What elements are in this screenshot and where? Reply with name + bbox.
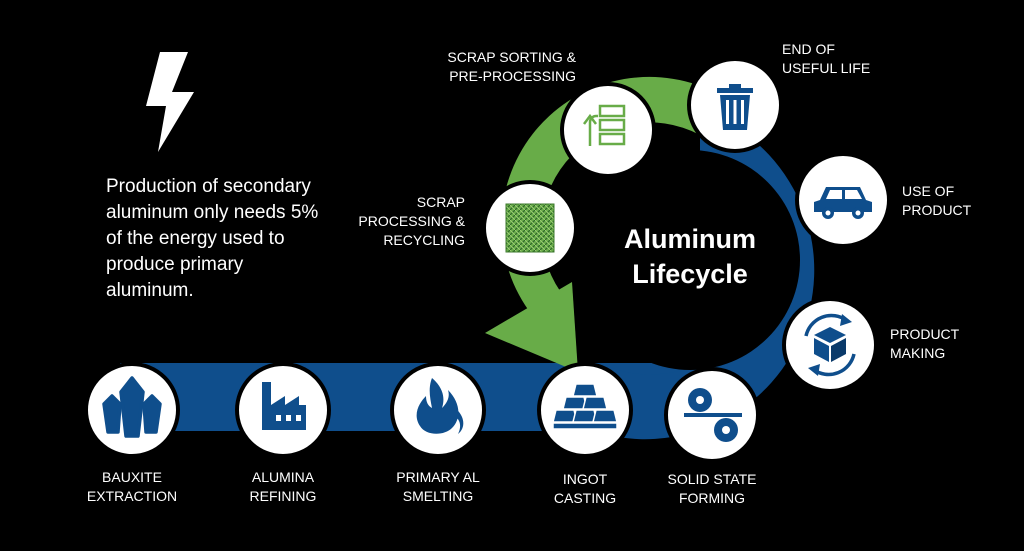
energy-savings-note: Production of secondary aluminum only ne… xyxy=(106,176,319,301)
car-icon xyxy=(814,187,872,219)
stage-node-eol xyxy=(687,57,783,153)
stage-node-forming xyxy=(664,367,760,463)
rolling-mill-icon xyxy=(684,388,742,442)
flame-icon xyxy=(416,378,464,434)
factory-icon xyxy=(262,382,306,430)
crystal-icon xyxy=(102,376,162,438)
stage-node-bauxite xyxy=(84,362,180,458)
label-sorting: SCRAP SORTING &PRE-PROCESSING xyxy=(447,49,576,84)
title-line-2: Lifecycle xyxy=(632,259,748,289)
lightning-bolt-icon xyxy=(146,52,194,152)
stage-node-smelting xyxy=(390,362,486,458)
sorting-icon xyxy=(583,104,626,146)
stage-node-sorting xyxy=(560,82,656,178)
title-line-1: Aluminum xyxy=(624,224,756,254)
ingot-stack-icon xyxy=(552,383,618,430)
stage-node-making xyxy=(782,297,878,393)
stage-node-use xyxy=(795,152,891,248)
stage-node-recycling xyxy=(482,180,578,276)
trash-bin-icon xyxy=(717,84,753,130)
diagram-title: Aluminum Lifecycle xyxy=(600,222,780,292)
shredded-scrap-icon xyxy=(505,203,555,253)
green-recycling-arrow xyxy=(485,76,708,372)
center-hub xyxy=(580,150,800,370)
stage-node-ingot xyxy=(537,362,633,458)
package-cycle-icon xyxy=(804,313,856,377)
stage-node-alumina xyxy=(235,362,331,458)
